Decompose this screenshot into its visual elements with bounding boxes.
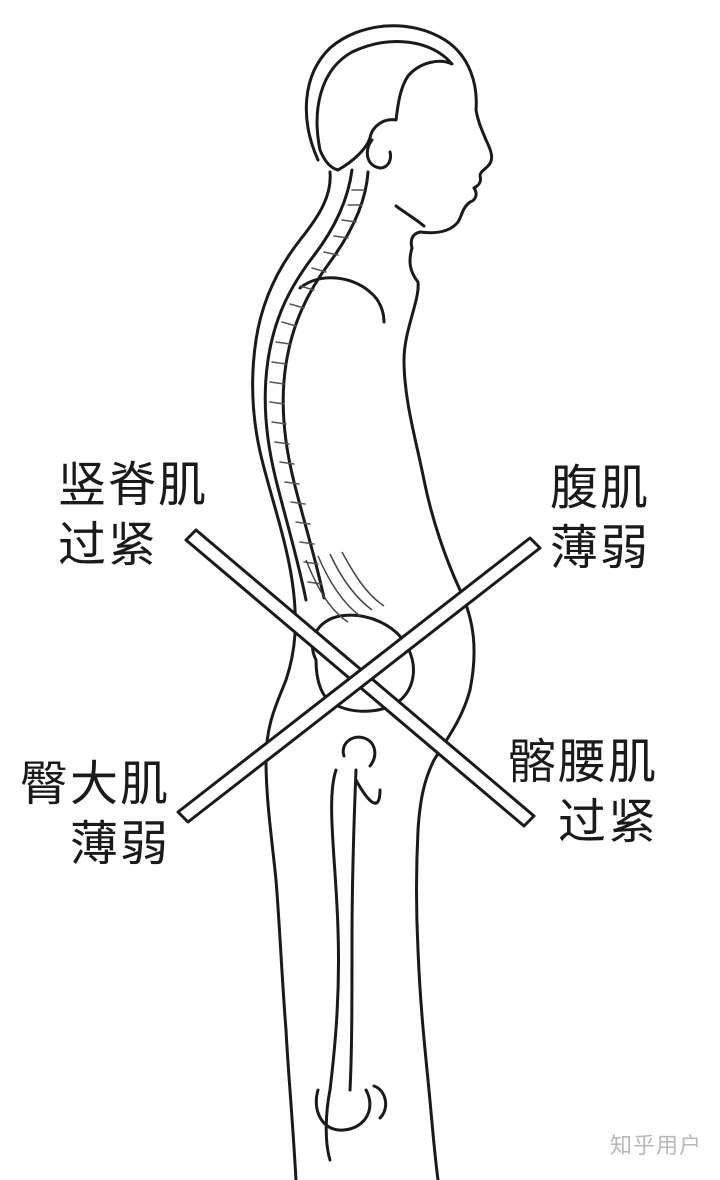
- iliopsoas-name: 髂腰肌: [508, 732, 658, 792]
- femur-inner: [350, 770, 356, 1090]
- hip-joint: [343, 737, 375, 766]
- abdominals-label: 腹肌 薄弱: [550, 458, 650, 578]
- head-outline: [306, 26, 491, 248]
- knee-outline: [316, 1090, 370, 1130]
- spine-inner: [283, 172, 368, 598]
- chest-outline: [300, 278, 384, 322]
- gluteus-status: 薄弱: [20, 814, 170, 874]
- iliopsoas-label: 髂腰肌 过紧: [508, 732, 658, 852]
- erector-spinae-label: 竖脊肌 过紧: [58, 455, 208, 575]
- abdominals-name: 腹肌: [550, 458, 650, 518]
- hair-outline: [317, 42, 452, 170]
- watermark: 知乎用户: [610, 1128, 702, 1160]
- abdominals-status: 薄弱: [550, 518, 650, 578]
- erector-spinae-status: 过紧: [58, 515, 208, 575]
- gluteus-label: 臀大肌 薄弱: [20, 754, 170, 874]
- gluteal-shape: [356, 780, 380, 803]
- kneecap: [374, 1086, 386, 1118]
- erector-spinae-name: 竖脊肌: [58, 455, 208, 515]
- iliopsoas-status: 过紧: [508, 792, 658, 852]
- femur: [326, 770, 338, 1160]
- neck-front-outline: [396, 206, 424, 226]
- crossed-bars: [178, 530, 540, 826]
- gluteus-name: 臀大肌: [20, 754, 170, 814]
- ear-outline: [367, 140, 390, 168]
